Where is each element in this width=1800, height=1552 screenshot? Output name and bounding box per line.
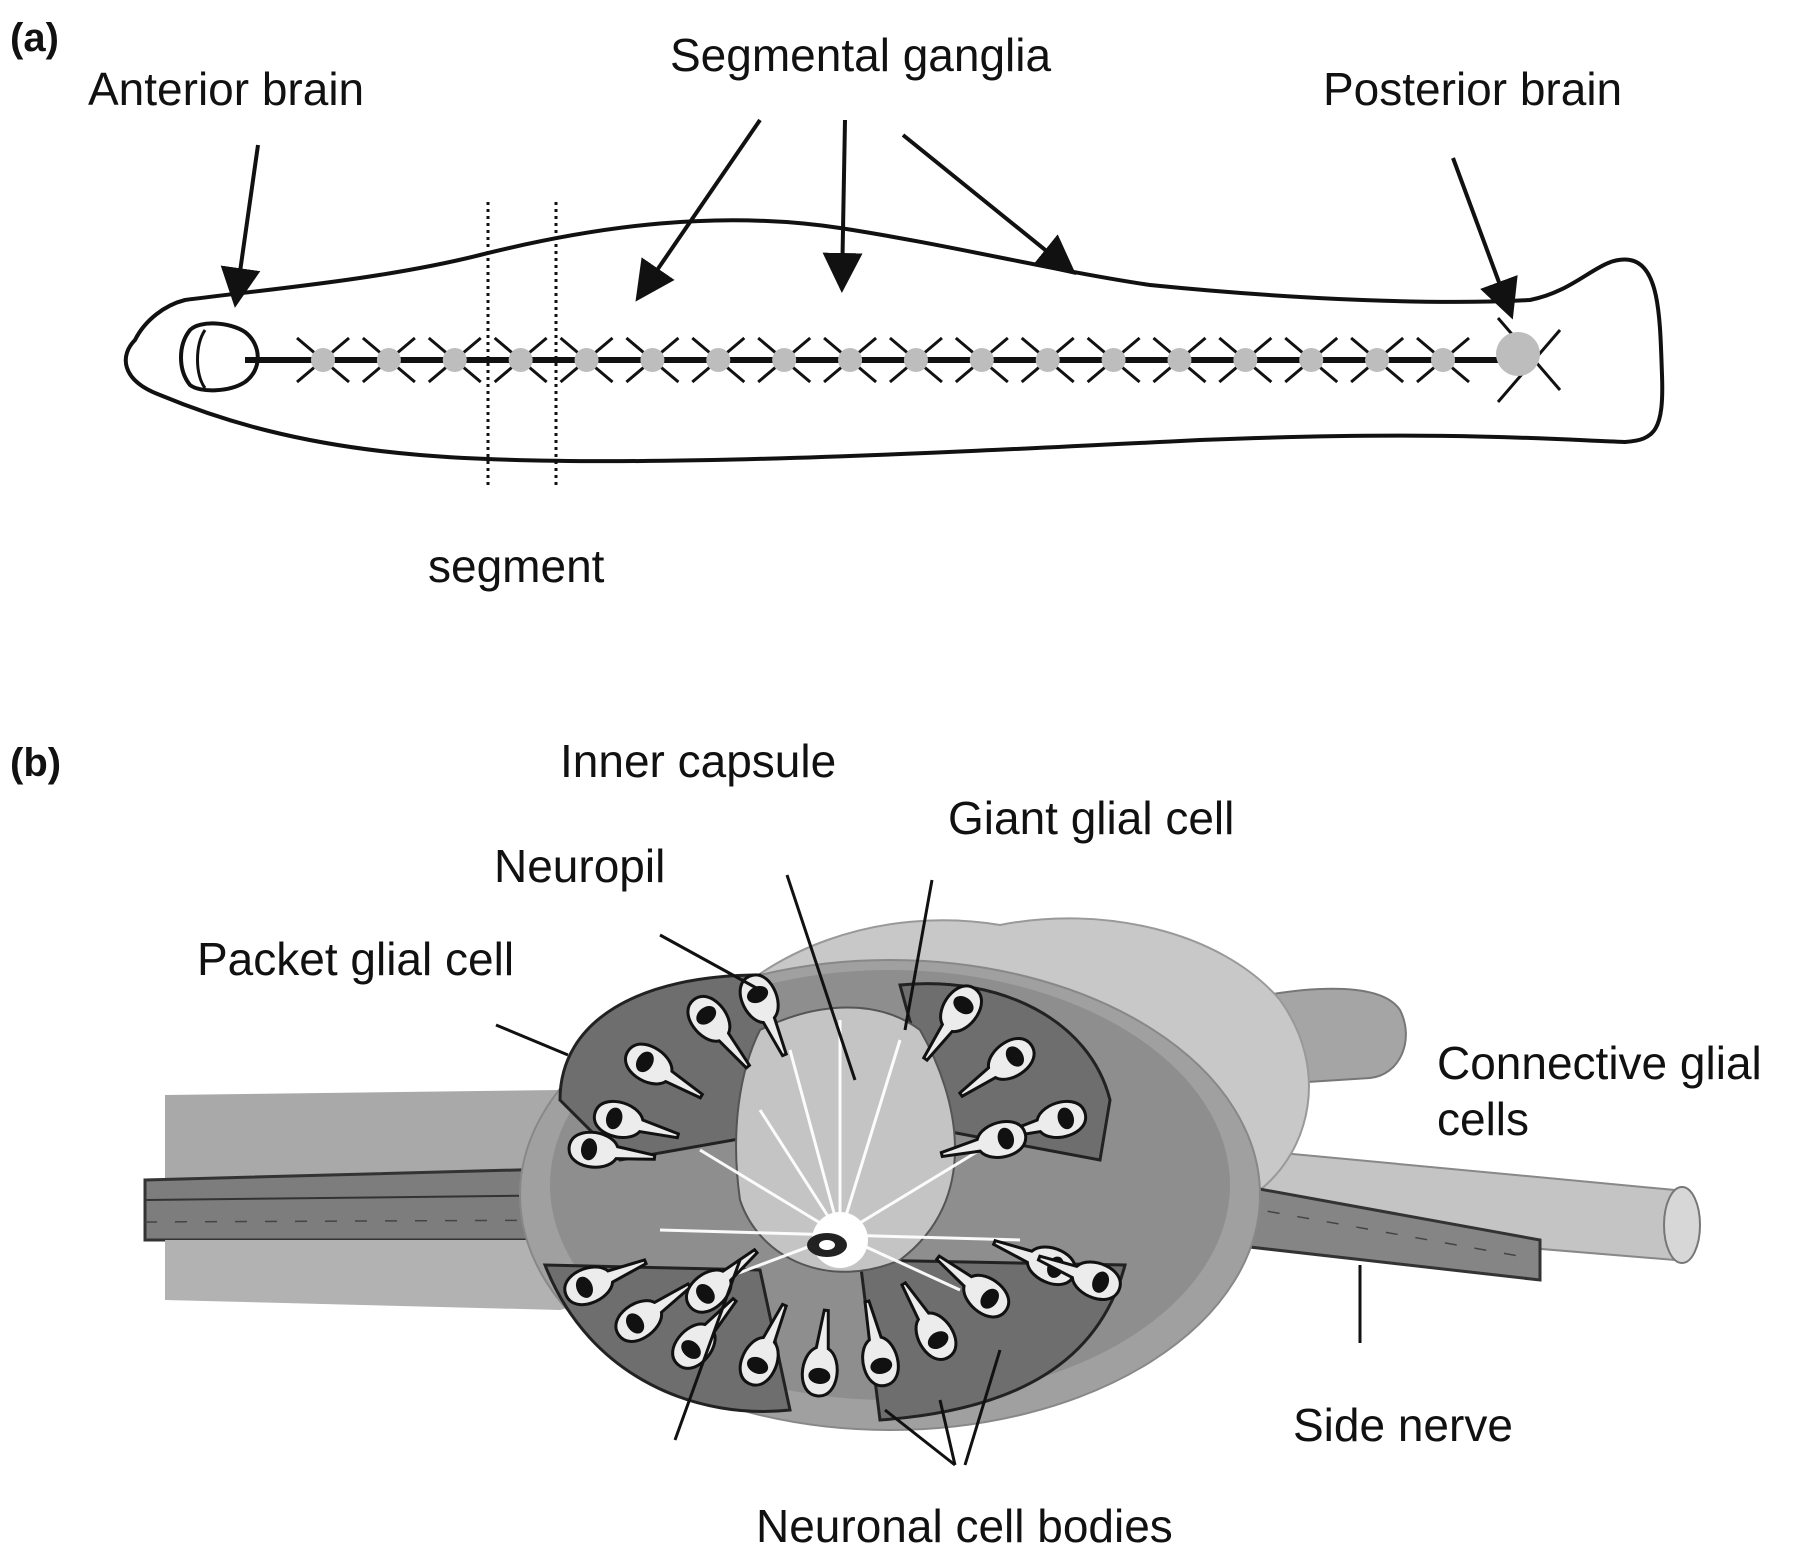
neuronal-cell-body	[934, 1254, 1010, 1319]
segmental-ganglion	[1284, 336, 1339, 384]
neuronal-cell-body	[624, 1042, 705, 1100]
side-nerve-label: Side nerve	[1293, 1399, 1513, 1451]
segmental-ganglia-label: Segmental ganglia	[670, 29, 1052, 81]
segmental-ganglion	[427, 336, 482, 384]
neuronal-cell-body	[939, 1120, 1027, 1159]
leader-neuropil	[659, 933, 761, 992]
neuropil-label: Neuropil	[494, 840, 666, 892]
giant-glial-cell-label: Giant glial cell	[948, 792, 1235, 844]
neuronal-cell-body	[861, 1299, 900, 1387]
neuronal-cell-body	[921, 984, 983, 1063]
segmental-ganglion	[1086, 336, 1141, 384]
leader-giant-glial	[903, 879, 934, 1031]
segmental-ganglia-group	[296, 336, 1470, 384]
leech-body-outline	[123, 218, 1665, 464]
segment-label: segment	[428, 540, 605, 592]
neuronal-cell-body	[686, 995, 752, 1070]
inner-capsule-label: Inner capsule	[560, 735, 837, 787]
connective-glial-cells-label-line1: Connective glial	[1437, 1037, 1762, 1089]
segmental-ganglion	[757, 336, 812, 384]
neuronal-cell-body	[563, 1258, 648, 1307]
segmental-ganglion	[559, 336, 614, 384]
segmental-ganglion	[1416, 336, 1470, 384]
neuronal-cell-body	[1036, 1254, 1122, 1301]
leader-packet-glial	[495, 1023, 569, 1057]
arrow-anterior-brain	[220, 144, 261, 308]
segmental-ganglion	[1020, 336, 1075, 384]
neuronal-cell-body	[593, 1100, 681, 1140]
anterior-brain-shape	[179, 321, 260, 393]
leader-connective	[673, 1259, 742, 1441]
arrow-ganglia-1	[635, 118, 762, 302]
segmental-ganglion	[625, 336, 680, 384]
segmental-ganglion	[1152, 336, 1207, 384]
leader-inner-capsule	[785, 874, 857, 1081]
panel-a-label: (a)	[10, 16, 59, 60]
segmental-ganglion	[1218, 336, 1273, 384]
packet-glial-cell-label: Packet glial cell	[197, 933, 515, 985]
neuronal-cell-body	[738, 973, 789, 1058]
neuronal-cell-body	[800, 1308, 839, 1398]
connective-glial-cells-label-line2: cells	[1437, 1093, 1530, 1145]
leader-neuronal-2	[938, 1399, 957, 1466]
segmental-ganglion	[296, 336, 350, 384]
panel-b-label: (b)	[10, 741, 62, 785]
segmental-ganglion	[954, 336, 1009, 384]
ganglion-cross-section	[143, 917, 1701, 1431]
neuronal-cell-body	[738, 1302, 789, 1387]
arrow-posterior-brain	[1451, 157, 1518, 320]
leader-neuronal-3	[963, 1349, 1002, 1466]
neuronal-cell-body	[900, 1280, 958, 1361]
segmental-ganglion	[1350, 336, 1405, 384]
neuronal-cell-bodies-label: Neuronal cell bodies	[756, 1500, 1173, 1552]
neuronal-cells-group	[563, 973, 1122, 1398]
neuronal-cell-body	[567, 1130, 657, 1169]
segmental-ganglion	[691, 336, 746, 384]
segmental-ganglion	[888, 336, 943, 384]
arrow-ganglia-2	[822, 119, 863, 293]
leader-neuronal-1	[884, 1408, 956, 1467]
anterior-brain-label: Anterior brain	[88, 63, 365, 115]
segmental-ganglion	[823, 336, 878, 384]
posterior-brain-label: Posterior brain	[1323, 63, 1623, 115]
segmental-ganglion	[493, 336, 548, 384]
posterior-brain-shape	[1496, 317, 1562, 403]
neuronal-cell-body	[957, 1037, 1036, 1099]
segmental-ganglion	[361, 336, 416, 384]
arrow-ganglia-3	[901, 133, 1077, 276]
